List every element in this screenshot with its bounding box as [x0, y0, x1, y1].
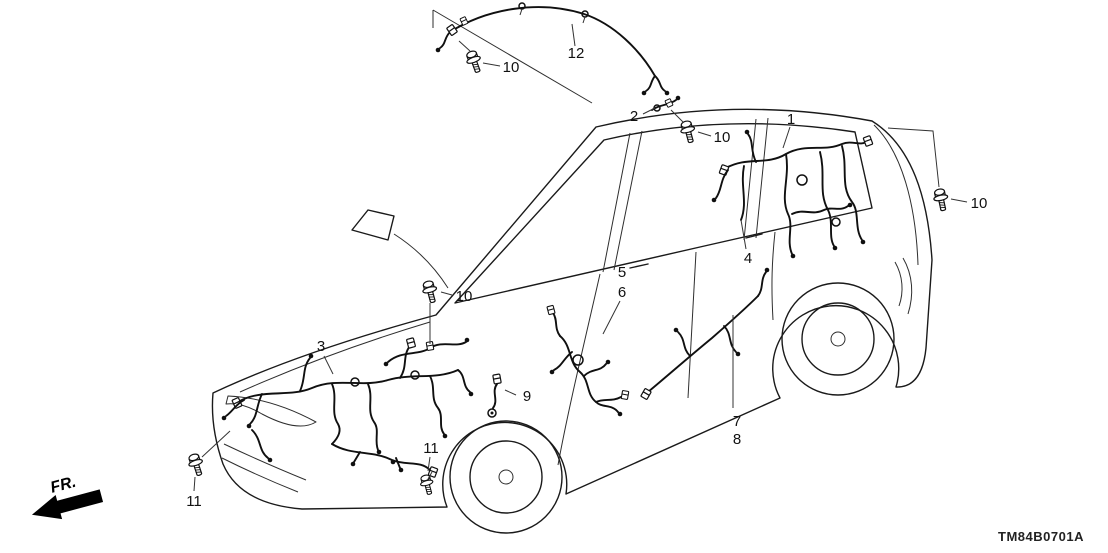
diagram-part-code: TM84B0701A	[998, 529, 1084, 544]
connector-icon	[862, 134, 874, 148]
callout-7: 7	[733, 413, 741, 430]
callout-10-dash: 10	[456, 288, 473, 305]
connector-icon	[664, 98, 674, 108]
leader-lines	[193, 23, 968, 492]
harness-rear-1-4	[711, 129, 874, 259]
connector-icon	[405, 337, 417, 349]
callout-5: 5	[618, 264, 626, 281]
clip-part-2	[651, 95, 681, 112]
harness-floor-5-6	[546, 304, 630, 417]
callout-3: 3	[317, 338, 325, 355]
fr-arrow-icon	[31, 489, 104, 520]
connector-icon	[546, 304, 556, 316]
callout-12: 12	[568, 45, 585, 62]
callout-8: 8	[733, 431, 741, 448]
car-body-outline	[211, 108, 933, 534]
callout-11-front: 11	[186, 493, 202, 510]
callout-11-cabin: 11	[423, 440, 439, 457]
callout-10-cowl: 10	[714, 129, 731, 146]
harness-roof-feeder-12	[432, 2, 670, 104]
callout-9: 9	[523, 388, 531, 405]
connector-icon	[620, 389, 630, 401]
fr-direction-indicator: FR.	[31, 474, 104, 520]
callout-10-rear: 10	[971, 195, 988, 212]
bolt-icon	[678, 118, 699, 145]
callout-labels: 10 12 2 10 1 10 4 5 6 10 3 9 7 8 11 11	[186, 45, 987, 510]
bolt-icon	[463, 48, 486, 75]
callout-4: 4	[744, 250, 752, 267]
fr-label: FR.	[49, 474, 78, 497]
bolt-icon	[420, 278, 441, 305]
callout-2: 2	[630, 108, 638, 125]
front-wheel	[449, 420, 563, 534]
callout-1: 1	[787, 111, 795, 128]
mount-bolts	[185, 48, 951, 497]
rear-wheel	[781, 282, 895, 396]
harness-side-7-8	[640, 267, 770, 401]
harness-dash-3	[221, 337, 474, 479]
pigtail-part-9	[487, 373, 502, 418]
bolt-icon	[931, 187, 951, 213]
callout-10-roof: 10	[503, 59, 520, 76]
callout-6: 6	[618, 284, 626, 301]
connector-icon	[459, 16, 469, 26]
connector-icon	[492, 373, 502, 385]
